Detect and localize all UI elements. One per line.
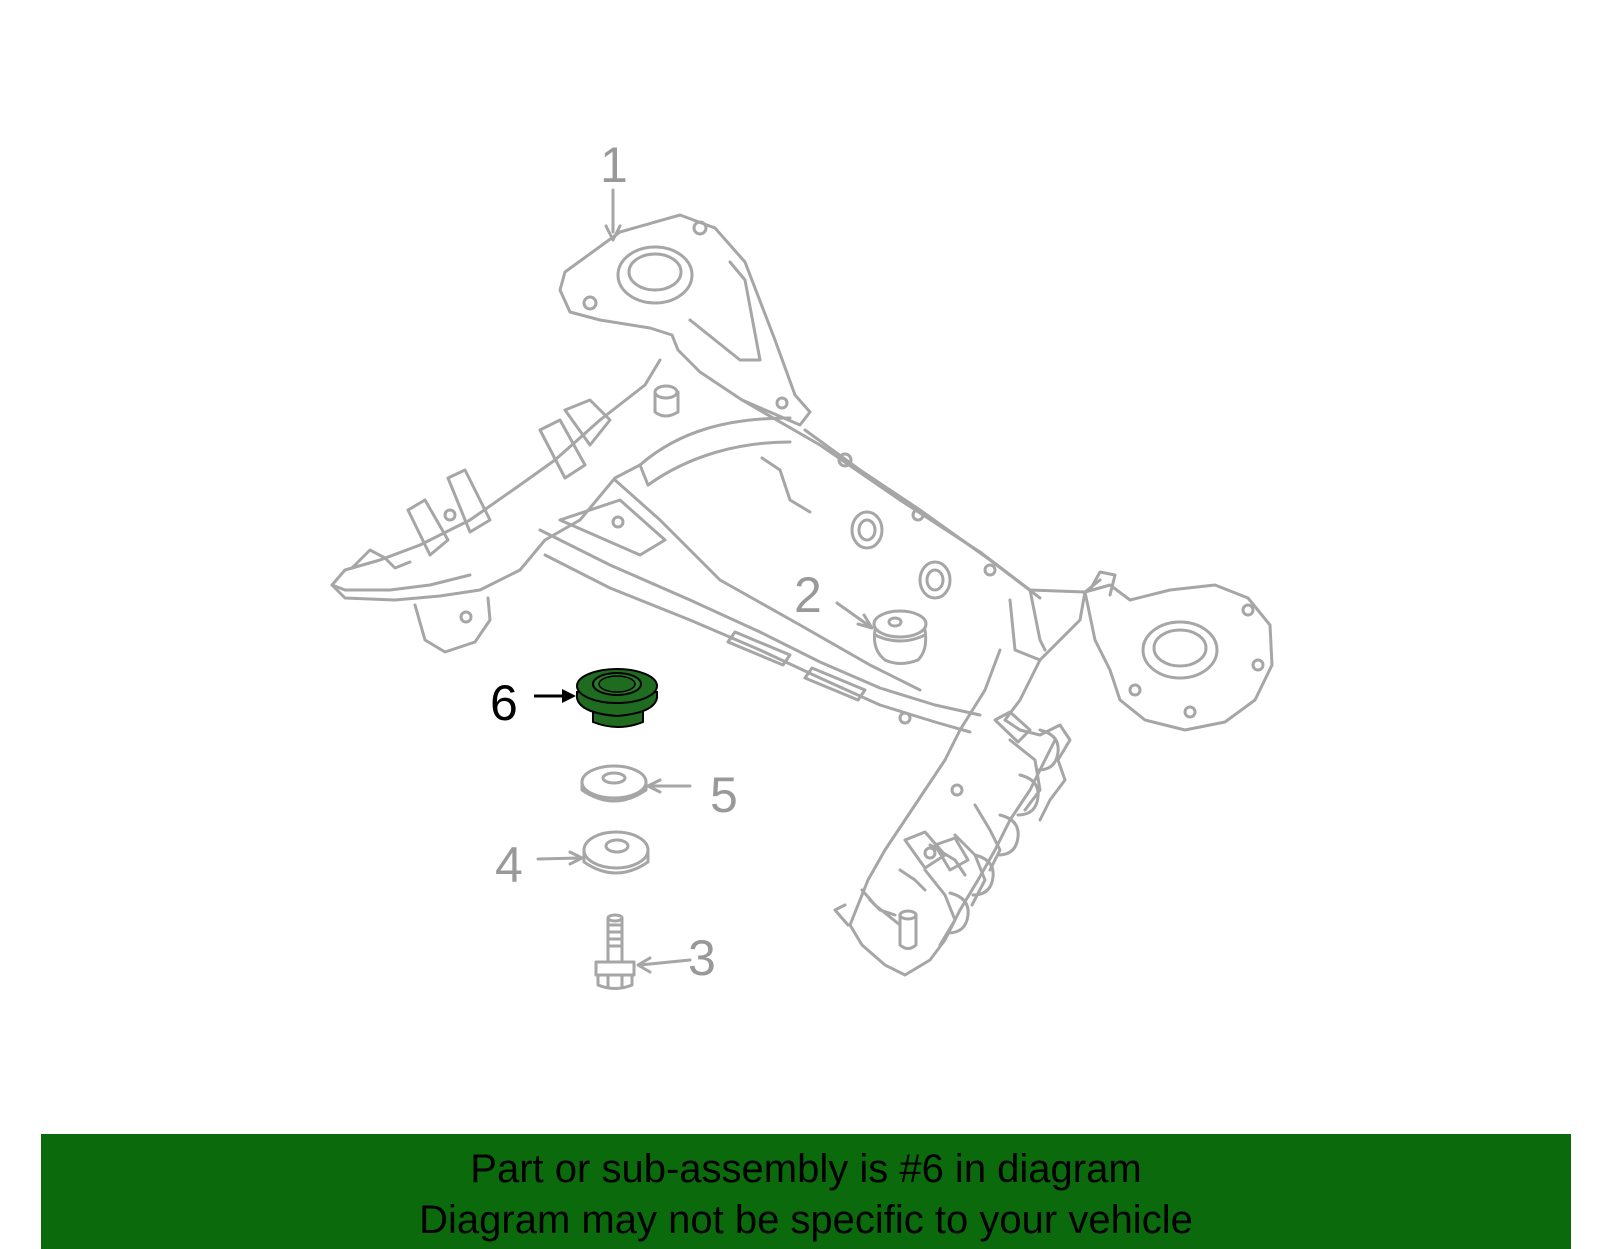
- callout-3: 3: [688, 930, 716, 986]
- part-4-washer: [536, 830, 650, 875]
- callout-6: 6: [490, 675, 518, 731]
- part-2-stopper: [872, 609, 928, 665]
- callout-5: 5: [710, 767, 738, 823]
- banner-line-part-number: Part or sub-assembly is #6 in diagram: [470, 1147, 1142, 1191]
- part-3-bolt: [594, 913, 692, 990]
- callout-6-arrow: [534, 689, 576, 703]
- part-6-bushing-highlighted: [576, 668, 658, 728]
- callout-4: 4: [495, 837, 523, 893]
- callout-2: 2: [794, 567, 822, 623]
- part-5-washer: [580, 764, 692, 803]
- info-banner: Part or sub-assembly is #6 in diagram Di…: [41, 1134, 1571, 1249]
- banner-line-disclaimer: Diagram may not be specific to your vehi…: [419, 1198, 1193, 1242]
- subframe-drawing: [330, 188, 1274, 977]
- callout-1: 1: [600, 137, 628, 193]
